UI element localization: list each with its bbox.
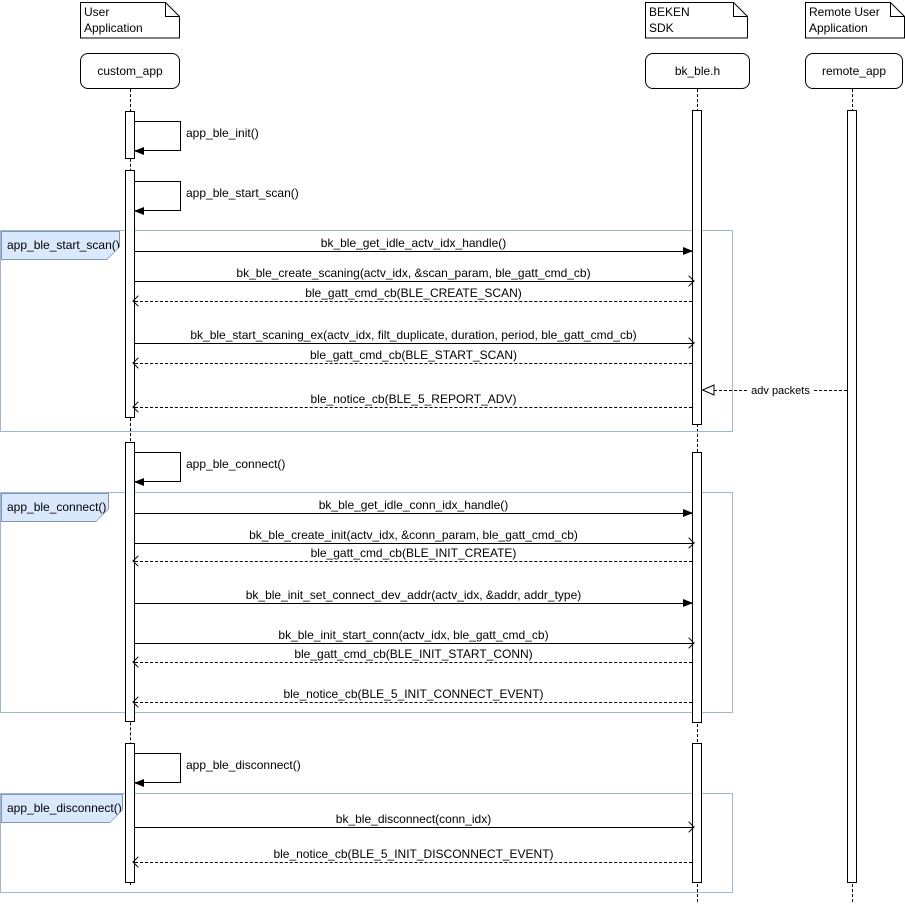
note-shape-icon: [80, 2, 180, 39]
arrowhead-filled-left-icon: [134, 478, 144, 486]
note-shape-icon: [645, 2, 748, 39]
message-notice-connect-event: ble_notice_cb(BLE_5_INIT_CONNECT_EVENT): [132, 686, 692, 708]
message-init-start-conn: bk_ble_init_start_conn(actv_idx, ble_gat…: [135, 627, 695, 649]
arrowhead-hollow-left-icon: [701, 384, 715, 396]
message-cb-create-scan: ble_gatt_cmd_cb(BLE_CREATE_SCAN): [132, 285, 692, 307]
activation-bk-3: [692, 743, 702, 883]
arrowhead-filled-right-icon: [683, 509, 693, 517]
arrowhead-filled-left-icon: [134, 147, 144, 155]
self-call-start-scan: [134, 181, 181, 215]
lifeline-head-label: custom_app: [97, 64, 163, 78]
message-start-scaning-ex: bk_ble_start_scaning_ex(actv_idx, filt_d…: [135, 327, 695, 349]
frame-label-text: app_ble_disconnect(): [2, 795, 122, 822]
message-notice-disconnect-event: ble_notice_cb(BLE_5_INIT_DISCONNECT_EVEN…: [132, 846, 692, 868]
self-call-init-label: app_ble_init(): [186, 126, 259, 140]
arrowhead-filled-right-icon: [683, 247, 693, 255]
self-call-disconnect-label: app_ble_disconnect(): [186, 758, 301, 772]
message-set-connect-dev-addr: bk_ble_init_set_connect_dev_addr(actv_id…: [135, 587, 693, 607]
frame-connect-label: app_ble_connect(): [1, 493, 109, 522]
message-create-init: bk_ble_create_init(actv_idx, &conn_param…: [135, 527, 695, 549]
activation-custom-4: [125, 743, 135, 883]
message-cb-init-create: ble_gatt_cmd_cb(BLE_INIT_CREATE): [132, 545, 692, 567]
message-cb-start-scan: ble_gatt_cmd_cb(BLE_START_SCAN): [132, 347, 692, 369]
frame-label-text: app_ble_start_scan(): [2, 232, 119, 259]
lifeline-head-remote-app: remote_app: [805, 53, 903, 89]
activation-bk-2: [692, 452, 702, 723]
self-call-connect-label: app_ble_connect(): [186, 457, 286, 471]
message-get-idle-actv-idx: bk_ble_get_idle_actv_idx_handle(): [135, 235, 693, 255]
frame-disconnect: app_ble_disconnect(): [0, 793, 733, 893]
message-get-idle-conn-idx: bk_ble_get_idle_conn_idx_handle(): [135, 497, 693, 517]
lifeline-head-label: bk_ble.h: [674, 64, 721, 78]
message-create-scaning: bk_ble_create_scaning(actv_idx, &scan_pa…: [135, 265, 695, 287]
activation-remote: [847, 110, 857, 883]
message-disconnect: bk_ble_disconnect(conn_idx): [135, 811, 695, 833]
lifeline-head-custom-app: custom_app: [80, 53, 180, 89]
frame-label-text: app_ble_connect(): [2, 494, 108, 521]
activation-custom-2: [125, 170, 135, 418]
self-call-connect: [134, 452, 181, 486]
frame-start-scan-label: app_ble_start_scan(): [1, 231, 120, 260]
activation-custom-3: [125, 442, 135, 722]
message-cb-init-start-conn: ble_gatt_cmd_cb(BLE_INIT_START_CONN): [132, 646, 692, 668]
self-call-start-scan-label: app_ble_start_scan(): [186, 186, 299, 200]
message-adv-packets: adv packets: [714, 385, 847, 397]
activation-bk-1: [692, 110, 702, 425]
frame-connect: app_ble_connect(): [0, 492, 733, 713]
arrowhead-filled-left-icon: [134, 207, 144, 215]
lifeline-head-label: remote_app: [821, 64, 887, 78]
arrowhead-filled-left-icon: [134, 779, 144, 787]
frame-disconnect-label: app_ble_disconnect(): [1, 794, 123, 823]
message-notice-report-adv: ble_notice_cb(BLE_5_REPORT_ADV): [132, 391, 692, 413]
self-call-init: [134, 121, 181, 155]
frame-start-scan: app_ble_start_scan(): [0, 230, 733, 432]
lifeline-head-bk-ble: bk_ble.h: [645, 53, 750, 89]
self-call-disconnect: [134, 753, 181, 787]
adv-packets-label: adv packets: [748, 385, 813, 397]
activation-custom-1: [125, 111, 135, 159]
arrowhead-filled-right-icon: [683, 599, 693, 607]
